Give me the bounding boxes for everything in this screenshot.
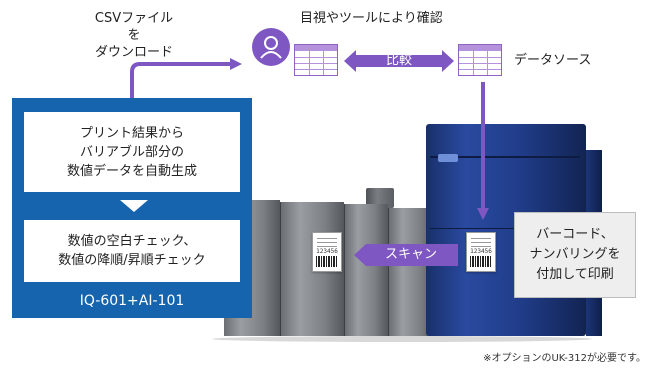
scanned-barcode-number: 123456 [316,248,338,255]
confirm-label: 目視やツールにより確認 [300,11,443,26]
finisher-unit-3 [344,204,388,336]
auto-generate-line2: バリアブル部分の [79,144,184,160]
scan-label: スキャン [384,247,437,262]
check-line1: 数値の空白チェック、 [67,234,197,249]
auto-generate-box: プリント結果から バリアブル部分の 数値データを自動生成 [24,112,240,192]
download-line2: ダウンロード [94,45,173,60]
callout-line3: 付加して印刷 [536,267,614,282]
check-box: 数値の空白チェック、 数値の降順/昇順チェック [24,220,240,282]
check-line2: 数値の降順/昇順チェック [58,253,206,268]
csv-spreadsheet-icon [294,44,338,76]
compare-arrow-icon: 比較 [344,50,454,72]
print-callout: バーコード、 ナンバリングを 付加して印刷 [514,212,636,298]
press-logo [438,154,458,162]
scan-arrow-icon: スキャン [354,244,458,266]
model-name: IQ-601+AI-101 [79,293,185,309]
user-icon [252,28,290,66]
data-source-spreadsheet-icon [458,44,502,76]
compare-label: 比較 [385,53,412,68]
footnote: ※オプションのUK-312が必要です。 [483,353,646,364]
auto-generate-line3: 数値データを自動生成 [66,163,197,179]
auto-generate-line1: プリント結果から [79,125,184,141]
callout-line1: バーコード、 [536,227,614,242]
down-arrow-icon [120,200,148,212]
stacker-top [366,188,394,208]
printed-barcode-card-icon: 123456 [466,232,496,272]
scanned-barcode-card-icon: 123456 [312,232,342,272]
callout-line2: ナンバリングを [529,247,621,262]
download-line1: CSVファイルを [94,11,174,43]
download-label: CSVファイルを ダウンロード [92,10,176,61]
floor-shadow [212,336,592,342]
data-source-label: データソース [514,53,592,68]
printed-barcode-number: 123456 [470,248,492,255]
